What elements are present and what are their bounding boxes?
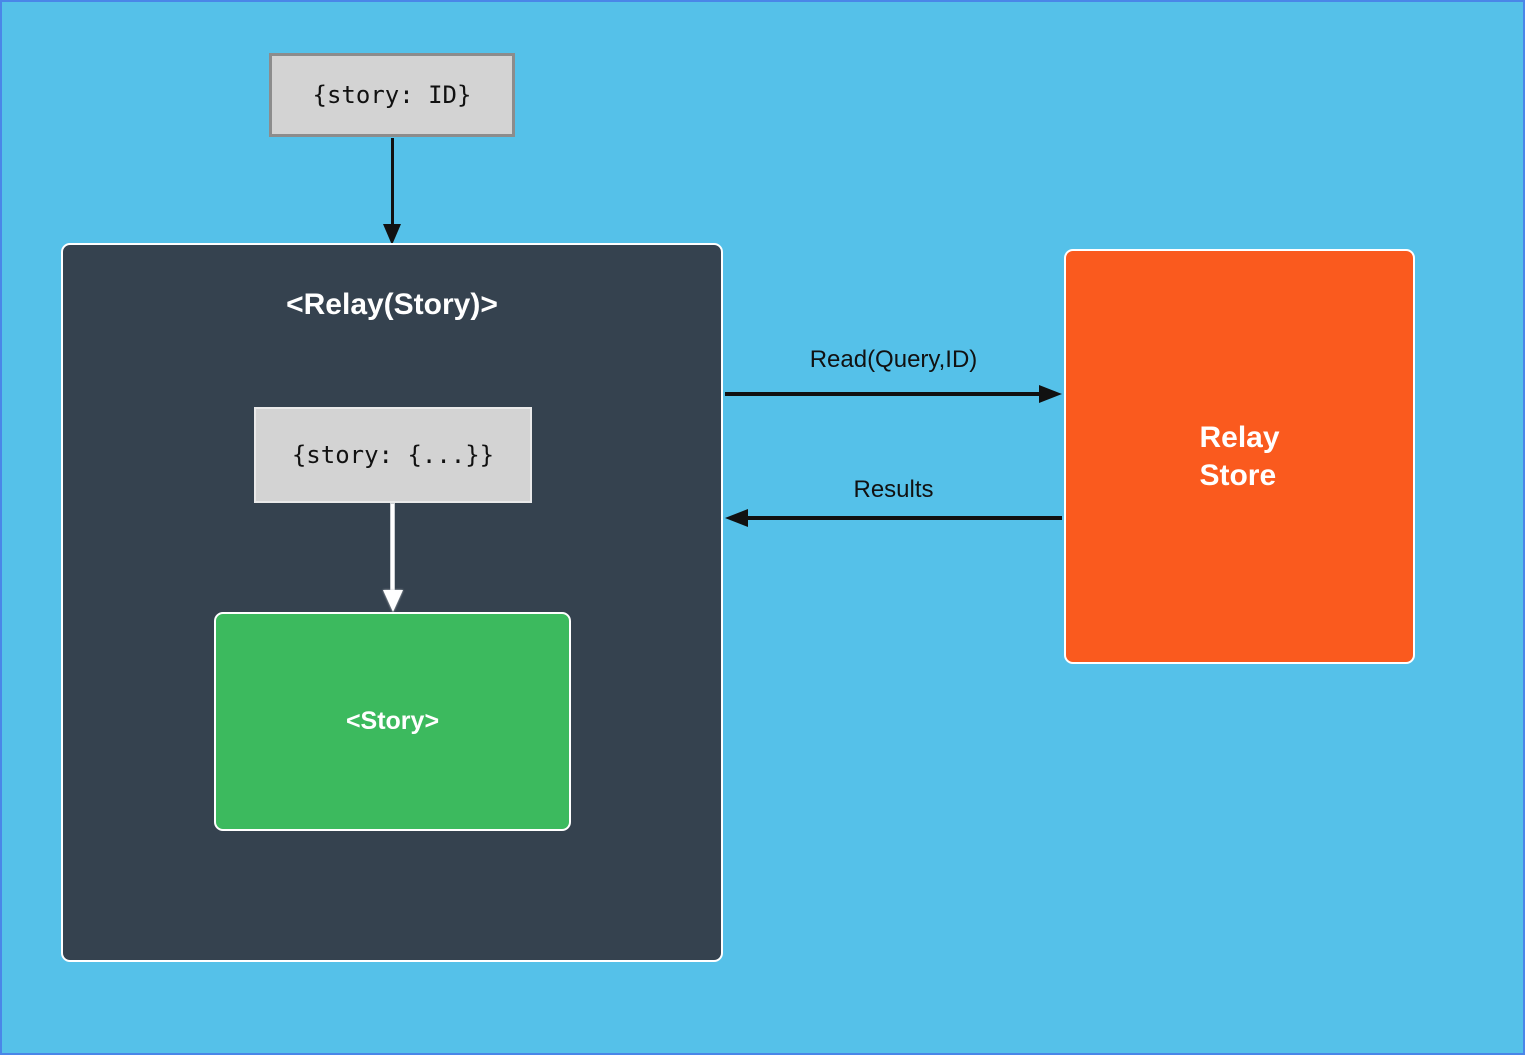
- props-arrow-line: [391, 138, 394, 225]
- relay-container-title: <Relay(Story)>: [286, 288, 498, 321]
- inner-props-label: {story: {...}}: [291, 441, 495, 469]
- results-arrow-line: [746, 516, 1062, 520]
- node-story: <Story>: [214, 612, 571, 831]
- read-arrow-line: [725, 392, 1041, 396]
- node-inner-props: {story: {...}}: [254, 407, 532, 503]
- node-relay-store: Relay Store: [1064, 249, 1415, 664]
- read-edge-label: Read(Query,ID): [809, 346, 978, 373]
- props-input-label: {story: ID}: [312, 81, 472, 109]
- arrowhead-down-white-icon: [383, 590, 403, 612]
- story-label: <Story>: [345, 707, 440, 735]
- render-arrow-line: [391, 504, 394, 593]
- arrowhead-right-icon: [1039, 385, 1062, 403]
- relay-store-line2: Store: [1199, 458, 1277, 492]
- relay-store-line1: Relay: [1199, 420, 1280, 454]
- arrowhead-down-icon: [383, 224, 401, 245]
- node-props-input: {story: ID}: [269, 53, 515, 137]
- relay-store-label: Relay Store: [1199, 419, 1279, 495]
- arrowhead-left-icon: [725, 509, 748, 527]
- results-edge-label: Results: [853, 476, 934, 503]
